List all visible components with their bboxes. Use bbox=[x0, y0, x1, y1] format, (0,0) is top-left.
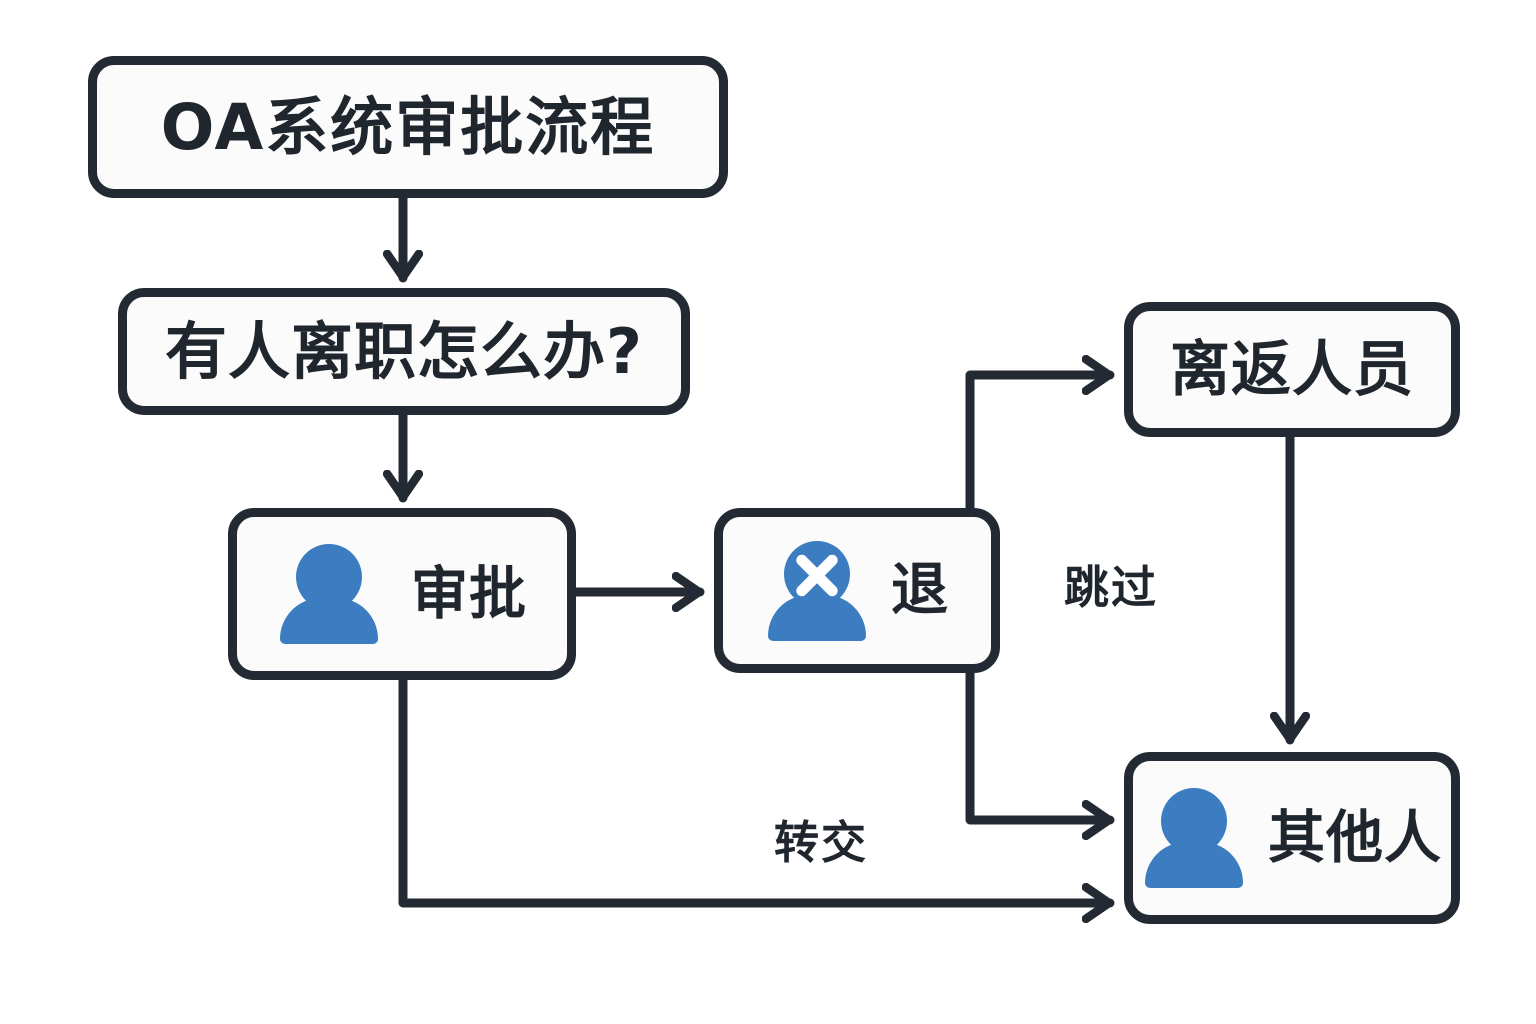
node-approve-label: 审批 bbox=[411, 560, 527, 627]
node-returnee[interactable]: 离返人员 bbox=[1124, 302, 1460, 437]
edge-approve-to-others bbox=[398, 675, 1115, 903]
node-approve[interactable]: 审批 bbox=[228, 508, 576, 680]
edge-label-transfer: 转交 bbox=[774, 816, 869, 869]
node-others[interactable]: 其他人 bbox=[1124, 752, 1460, 924]
person-x-icon bbox=[765, 539, 869, 643]
node-question[interactable]: 有人离职怎么办? bbox=[118, 288, 690, 415]
node-others-label: 其他人 bbox=[1268, 804, 1442, 871]
edge-reject-to-others bbox=[965, 667, 1115, 820]
node-title-label: OA系统审批流程 bbox=[160, 90, 656, 164]
edge-reject-to-returnee bbox=[965, 375, 1115, 515]
person-icon bbox=[277, 542, 381, 646]
node-reject[interactable]: 退 bbox=[714, 508, 1000, 673]
node-title[interactable]: OA系统审批流程 bbox=[88, 56, 728, 198]
node-question-label: 有人离职怎么办? bbox=[165, 314, 643, 388]
node-reject-label: 退 bbox=[891, 557, 949, 623]
person-icon bbox=[1142, 786, 1246, 890]
edge-label-skip: 跳过 bbox=[1064, 561, 1159, 614]
node-returnee-label: 离返人员 bbox=[1170, 334, 1414, 405]
